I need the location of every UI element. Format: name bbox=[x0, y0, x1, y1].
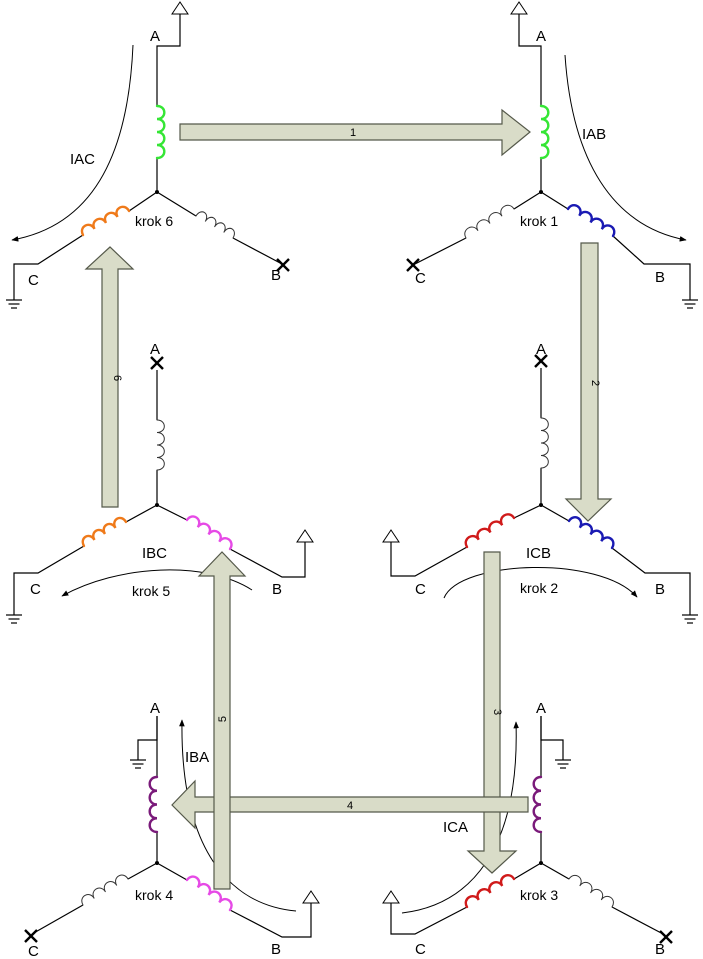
winding-coil bbox=[566, 204, 616, 238]
transition-arrow-4: 4 bbox=[171, 779, 529, 830]
winding-coil bbox=[80, 205, 131, 237]
winding-coil bbox=[568, 874, 614, 908]
label-b: B bbox=[271, 941, 281, 958]
winding-coil bbox=[185, 875, 233, 912]
current-label: IAC bbox=[70, 151, 95, 168]
terminal-flag-icon bbox=[510, 1, 528, 15]
label-b: B bbox=[272, 581, 282, 598]
ground-icon bbox=[5, 614, 23, 624]
winding-coil bbox=[532, 775, 543, 834]
winding-coil bbox=[155, 104, 166, 160]
panel-krok-5: A B C krok 5 IBC bbox=[5, 341, 314, 624]
terminal-flag-icon bbox=[302, 890, 320, 904]
transition-arrow-2: 2 bbox=[564, 242, 613, 522]
panel-krok-1: A B C krok 1 IAB bbox=[405, 1, 699, 309]
transition-arrow-5: 5 bbox=[197, 551, 247, 890]
transition-number: 3 bbox=[491, 709, 503, 715]
panel-krok-4: A B C krok 4 IBA bbox=[23, 700, 320, 959]
label-a: A bbox=[150, 700, 160, 717]
label-c: C bbox=[415, 270, 426, 287]
label-c: C bbox=[415, 581, 426, 598]
transition-number: 2 bbox=[589, 380, 601, 386]
current-label: ICA bbox=[443, 819, 468, 836]
step-label: krok 3 bbox=[520, 887, 558, 903]
winding-coil bbox=[156, 419, 165, 471]
ground-icon bbox=[5, 299, 23, 309]
disconnect-x-icon bbox=[149, 355, 165, 371]
winding-coil bbox=[464, 513, 516, 549]
ground-icon bbox=[681, 614, 699, 624]
label-c: C bbox=[28, 272, 39, 289]
panel-krok-2: A B C krok 2 ICB bbox=[382, 341, 699, 624]
step-label: krok 2 bbox=[520, 580, 558, 596]
transition-number: 5 bbox=[217, 716, 229, 722]
current-label: IAB bbox=[582, 126, 606, 143]
winding-coil bbox=[81, 516, 128, 548]
winding-coil bbox=[185, 515, 233, 551]
label-c: C bbox=[415, 941, 426, 958]
current-label: IBC bbox=[142, 545, 167, 562]
label-c: C bbox=[30, 581, 41, 598]
curved-arrow-icon bbox=[11, 44, 134, 242]
transition-arrow-1: 1 bbox=[179, 108, 531, 157]
winding-coil bbox=[464, 204, 515, 239]
transition-arrow-6: 6 bbox=[84, 246, 135, 508]
ground-icon bbox=[681, 299, 699, 309]
winding-coil bbox=[464, 874, 516, 909]
step-label: krok 1 bbox=[520, 213, 558, 229]
label-a: A bbox=[150, 28, 160, 45]
winding-coils bbox=[80, 104, 616, 912]
panel-krok-3: A B C krok 3 ICA bbox=[382, 700, 674, 958]
transition-number: 4 bbox=[347, 800, 353, 812]
curved-arrow-icon bbox=[443, 567, 638, 599]
label-a: A bbox=[150, 341, 160, 358]
winding-coil bbox=[148, 775, 159, 834]
terminal-flag-icon bbox=[296, 529, 314, 543]
step-label: krok 4 bbox=[135, 887, 173, 903]
winding-coil bbox=[81, 874, 129, 906]
disconnect-x-icon bbox=[23, 928, 39, 944]
current-label: IBA bbox=[185, 749, 209, 766]
winding-coil bbox=[539, 104, 550, 160]
ground-icon bbox=[129, 759, 147, 769]
transition-number: 6 bbox=[111, 375, 123, 381]
transition-number: 1 bbox=[350, 127, 356, 139]
terminal-flag-icon bbox=[382, 890, 400, 904]
transition-arrow-3: 3 bbox=[466, 551, 518, 874]
label-b: B bbox=[655, 581, 665, 598]
winding-coil bbox=[195, 211, 235, 239]
winding-coil bbox=[540, 417, 549, 469]
label-b: B bbox=[655, 941, 665, 958]
panel-krok-6: A B C krok 6 IAC bbox=[5, 1, 291, 309]
ground-icon bbox=[554, 759, 572, 769]
curved-arrow-icon bbox=[564, 54, 687, 242]
label-c: C bbox=[28, 943, 39, 959]
label-a: A bbox=[536, 341, 546, 358]
terminal-flag-icon bbox=[382, 529, 400, 543]
step-label: krok 6 bbox=[135, 213, 173, 229]
winding-coil bbox=[567, 516, 615, 550]
current-label: ICB bbox=[526, 545, 551, 562]
terminal-flag-icon bbox=[171, 1, 189, 15]
label-a: A bbox=[536, 28, 546, 45]
curved-arrow-icon bbox=[61, 569, 253, 597]
label-b: B bbox=[271, 267, 281, 284]
label-b: B bbox=[655, 269, 665, 286]
step-label: krok 5 bbox=[132, 583, 170, 599]
label-a: A bbox=[536, 700, 546, 717]
